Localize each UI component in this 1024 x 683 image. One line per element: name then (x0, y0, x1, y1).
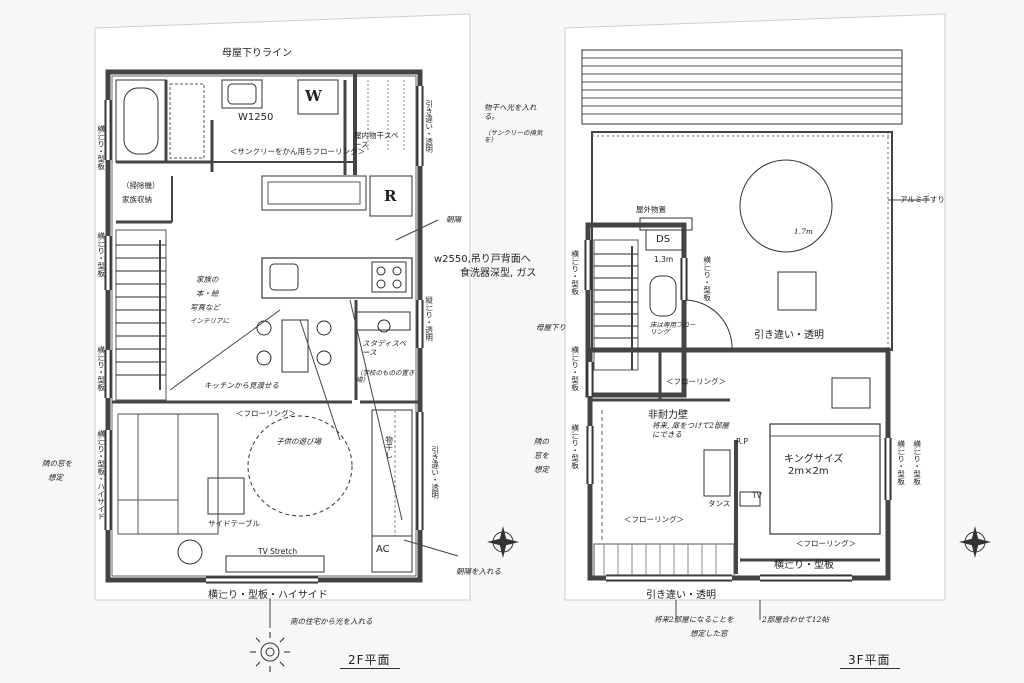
label-indoor-drying: 屋内物干スペース (354, 131, 399, 149)
label-3f-window-left-1: 隣の (534, 437, 549, 446)
label-tv: TV (752, 491, 762, 500)
label-rp: R.P (736, 437, 748, 446)
label-wc-width: 1.3m (654, 255, 674, 264)
label-3f-left-window-3: 横辷り・型板 (570, 424, 580, 469)
label-3f-right-window-2: 横辷り・型板 (912, 440, 922, 485)
label-3f-right-window: 横辷り・型板 (896, 440, 906, 485)
title-2f-underline (340, 668, 400, 669)
label-storage: （掃除機） (122, 181, 160, 190)
sheet-2f (94, 13, 471, 601)
label-morning-sun: 朝陽 (446, 215, 461, 224)
label-tv-stretch: TV Stretch (258, 547, 298, 556)
sheet-3f (564, 13, 946, 601)
label-bottom-window: 横辷り・型板・ハイサイド (208, 590, 328, 601)
label-fridge: R (384, 187, 397, 205)
label-kitchen-note-1: w2550,吊り戸背面へ (434, 254, 531, 265)
label-outdoor-storage: 屋外物置 (636, 205, 666, 214)
label-hall-flooring: ＜フローリング＞ (666, 377, 726, 386)
label-combined-note: 2部屋合わせて12帖 (762, 615, 829, 624)
label-living-flooring: ＜フローリング＞ (236, 409, 296, 418)
label-sliding-clear-top: 引き違い・透明 (424, 100, 434, 153)
plan-3f (581, 49, 991, 620)
label-table-diameter: 1.7m (794, 227, 814, 236)
label-3f-window-left-2: 窓を (534, 451, 549, 460)
label-3f-bottom-window: 横辷り・型板 (774, 560, 834, 571)
label-sunroom-floor: ＜サンクリーをかん用ちフローリング＞ (230, 147, 365, 156)
label-king-size: キングサイズ (784, 454, 844, 465)
label-kitchen-view: キッチンから見渡せる (204, 381, 279, 390)
label-3f-left-window-1: 横辷り・型板 (570, 250, 580, 295)
label-3f-sliding-clear: 引き違い・透明 (754, 330, 824, 341)
label-vent-note-2: （サンクリーの換気を） (484, 129, 543, 145)
label-wc-window: 横辷り・型板 (702, 256, 712, 301)
label-2f-left-window-4: 横辷り・型板・ハイサイド (96, 430, 106, 520)
label-room-b-flooring: ＜フローリング＞ (796, 539, 856, 548)
label-ac: AC (376, 544, 390, 555)
title-3f-underline (840, 668, 900, 669)
label-vent-note: 物干へ光を入れる。 (484, 103, 537, 121)
label-window-left-2: 想定 (48, 473, 63, 482)
label-w1250: W1250 (238, 112, 274, 123)
label-2f-left-window-3: 横辷り・型板 (96, 346, 106, 391)
label-study-note: （学校のものの置き場） (356, 369, 415, 385)
label-morning-sun-2: 朝陽を入れる (456, 567, 501, 576)
label-sliding-clear-right: 引き違い・透明 (430, 446, 440, 499)
label-family-storage: 家族収納 (122, 195, 152, 204)
label-kitchen-note-2: 食洗器深型, ガス (460, 268, 537, 279)
label-south-light: 南の住宅から光を入れる (290, 617, 373, 626)
label-3f-window-left-3: 想定 (534, 465, 549, 474)
label-wc-floor: 床は専用フローリング (650, 321, 696, 337)
label-future-note-1: 将来2部屋になることを (654, 615, 734, 624)
label-partition-note: 将来, 扉をつけて2部屋にできる (652, 421, 730, 439)
label-family-note-2: 本・絵 (196, 289, 219, 298)
label-roof-slope: 母屋下り (536, 323, 566, 332)
label-family-note-4: インテリアに (190, 317, 229, 325)
label-2f-left-window-1: 横辷り・型板 (96, 125, 106, 170)
label-aluminum-rail: アルミ手すり (900, 195, 945, 204)
label-partition: 非耐力壁 (648, 410, 688, 421)
label-3f-left-window-2: 横辷り・型板 (570, 346, 580, 391)
label-vertical-slide-window: 縦辷り・透明 (424, 296, 434, 341)
label-dresser: タンス (708, 499, 731, 508)
label-future-note-2: 想定した窓 (690, 629, 728, 638)
label-room-a-flooring: ＜フローリング＞ (624, 515, 684, 524)
plan-2f (104, 69, 519, 672)
title-2f-plan: 2F平面 (348, 653, 391, 667)
label-family-note-1: 家族の (196, 275, 219, 284)
label-family-note-3: 写真など (190, 303, 220, 312)
label-king-size-dim: 2m×2m (788, 466, 829, 477)
title-3f-plan: 3F平面 (848, 653, 891, 667)
label-roof-slope-line: 母屋下りライン (222, 48, 292, 59)
label-window-left-1: 隣の窓を (42, 459, 72, 468)
label-ds: DS (656, 234, 671, 245)
label-drying: 物干し (384, 436, 394, 459)
label-2f-left-window-2: 横辷り・型板 (96, 232, 106, 277)
label-3f-bottom-sliding: 引き違い・透明 (646, 590, 716, 601)
label-washer: W (305, 87, 322, 105)
label-study-space: スタディスペース (362, 339, 406, 357)
label-side-table: サイドテーブル (208, 519, 261, 528)
label-kids-play: 子供の遊び場 (276, 437, 321, 446)
